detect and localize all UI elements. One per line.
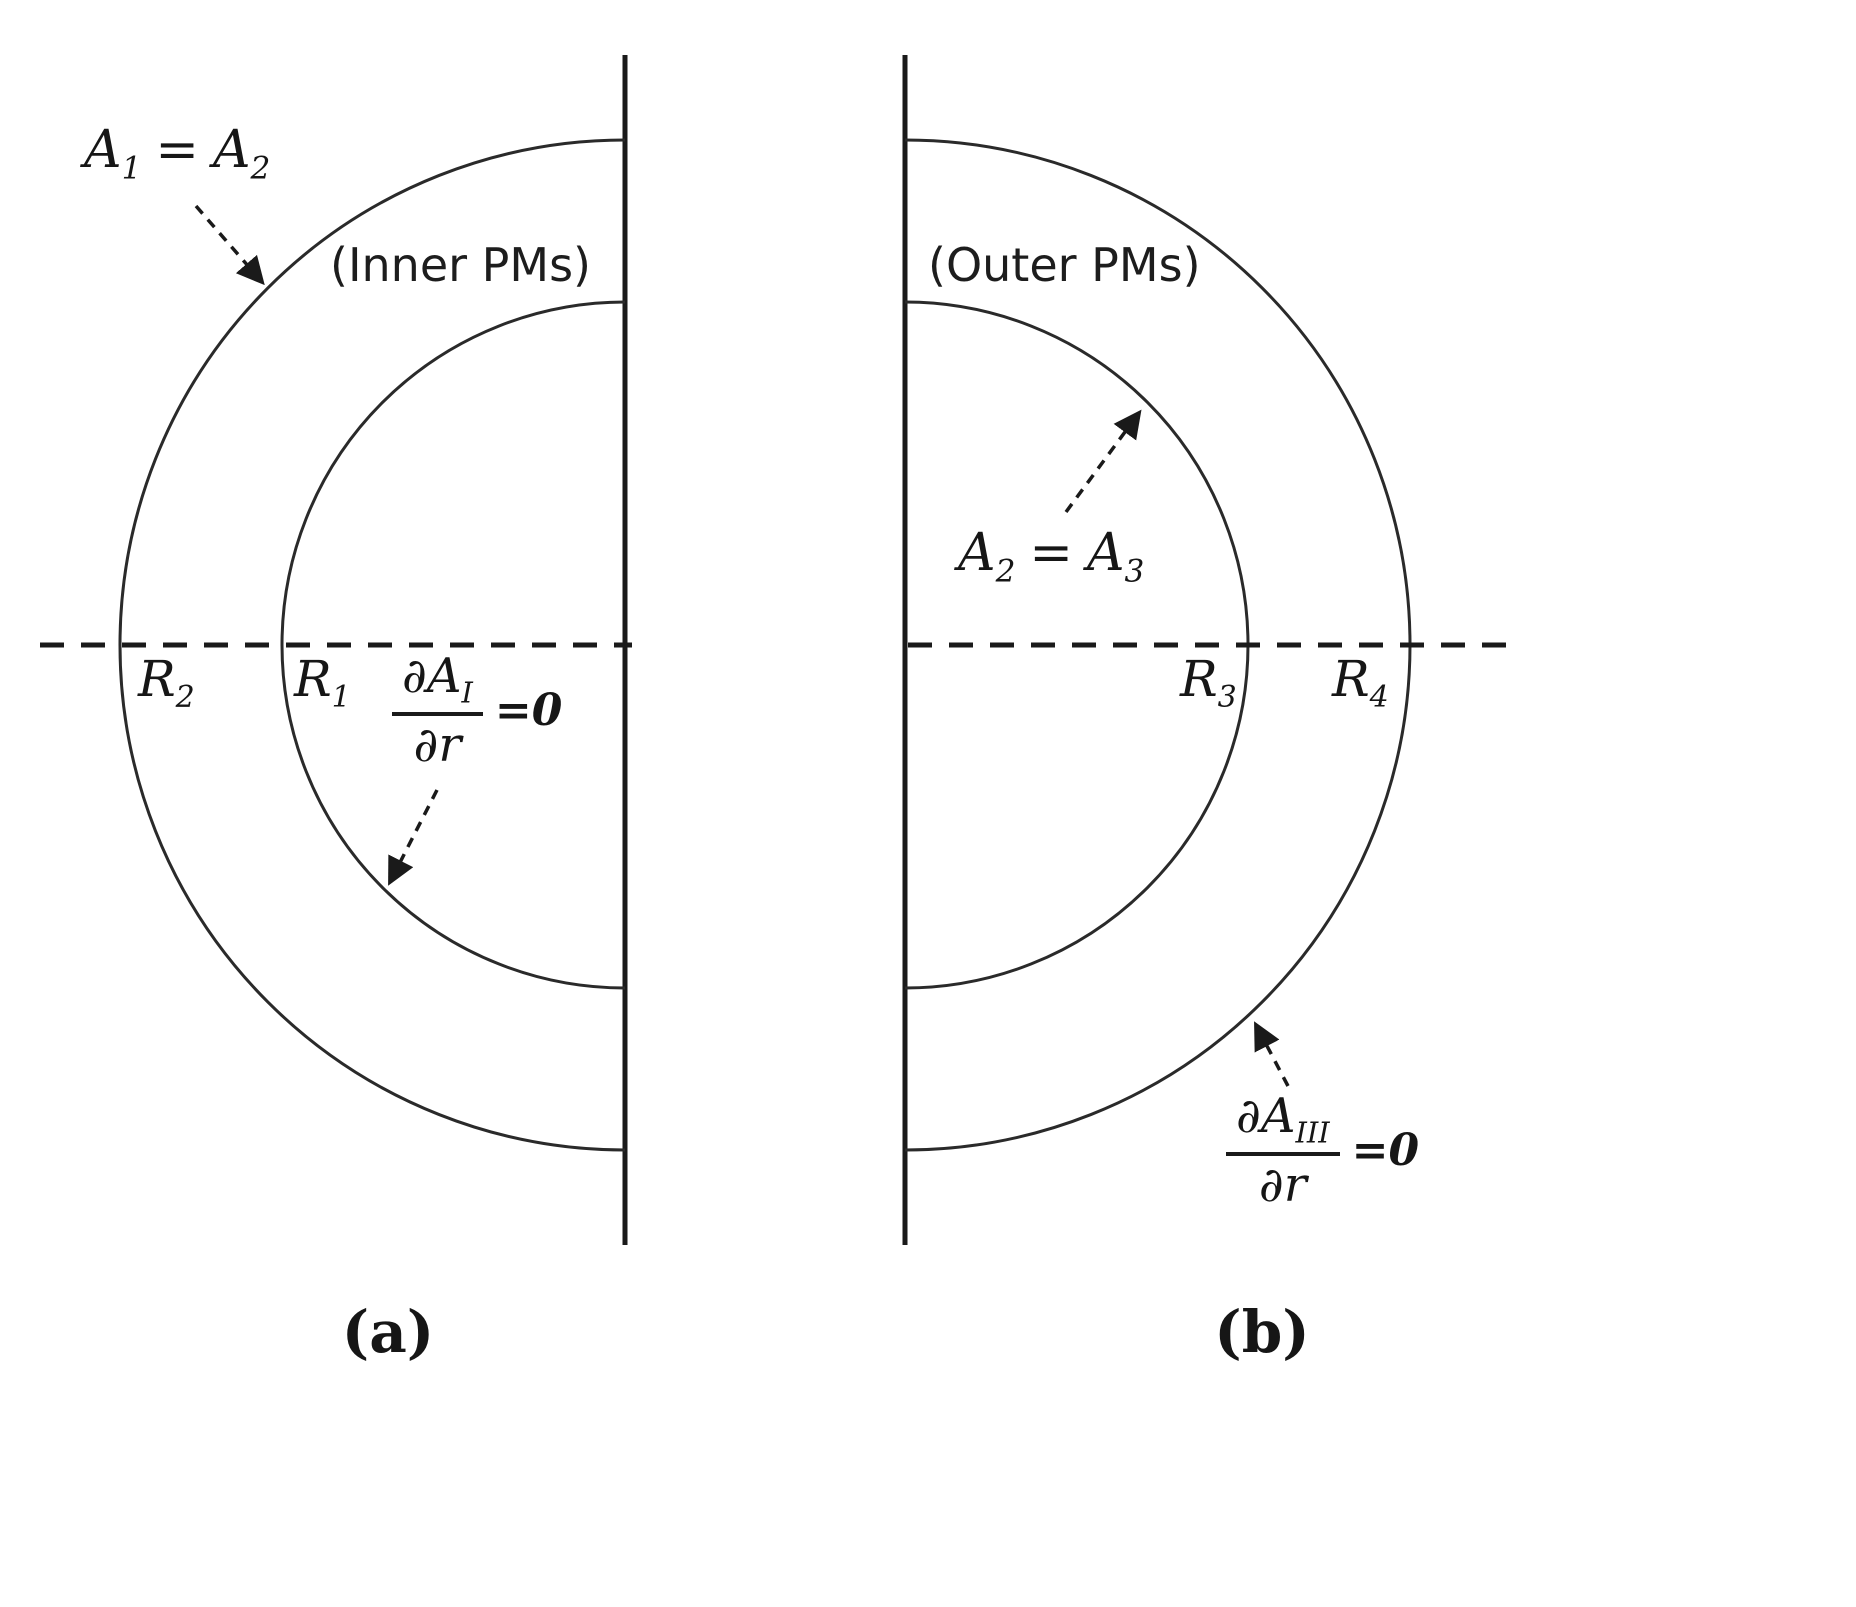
boundary-relation: = — [1029, 523, 1073, 583]
panel-b-boundary-arrow — [1064, 409, 1142, 514]
partial-a: ∂A — [1236, 1088, 1296, 1144]
panel-a-geometry — [40, 55, 632, 1245]
fraction-denominator: ∂r — [1258, 1157, 1307, 1214]
panel-a-caption: (a) — [341, 1298, 435, 1366]
boundary-rhs-sub: 3 — [1124, 553, 1145, 590]
equals-zero: =0 — [1351, 1124, 1420, 1176]
boundary-rhs-sub: 2 — [250, 150, 271, 187]
panel-a-neumann-condition: ∂AI ∂r =0 — [392, 650, 562, 772]
fraction-denominator: ∂r — [413, 717, 462, 774]
panel-b-neumann-arrow — [1254, 1021, 1290, 1087]
panel-b-neumann-condition: ∂AIII ∂r =0 — [1226, 1090, 1419, 1212]
boundary-lhs-sub: 1 — [121, 150, 142, 187]
boundary-rhs: A — [212, 120, 251, 180]
panel-b-geometry — [902, 55, 1516, 1245]
boundary-lhs-sub: 2 — [995, 553, 1016, 590]
panel-a-inner-circle-arc — [280, 300, 626, 990]
boundary-lhs: A — [84, 120, 122, 180]
panel-b-radius-outer-label: R4 — [1332, 652, 1389, 713]
fraction-numerator: ∂AI — [392, 648, 483, 717]
panel-b-region-label: (Outer PMs) — [928, 238, 1201, 292]
panel-a-radius-inner-label: R1 — [294, 652, 351, 713]
radius-symbol: R — [1332, 650, 1370, 708]
panel-b-radius-inner-label: R3 — [1180, 652, 1237, 713]
region-subscript: I — [461, 675, 473, 710]
region-subscript: III — [1295, 1115, 1330, 1150]
panel-a-boundary-arrow — [194, 204, 265, 286]
panel-a-region-label: (Inner PMs) — [330, 238, 591, 292]
panel-a-outer-circle-arc — [118, 138, 626, 1152]
fraction: ∂AIII ∂r — [1226, 1090, 1340, 1212]
partial-a: ∂A — [402, 648, 462, 704]
radius-symbol: R — [294, 650, 332, 708]
boundary-lhs: A — [958, 523, 996, 583]
panel-b-caption: (b) — [1214, 1298, 1310, 1366]
radius-subscript: 2 — [175, 680, 195, 715]
radius-subscript: 4 — [1369, 680, 1389, 715]
radius-subscript: 1 — [331, 680, 351, 715]
panel-a-radius-outer-label: R2 — [138, 652, 195, 713]
radius-symbol: R — [1180, 650, 1218, 708]
radius-subscript: 3 — [1217, 680, 1237, 715]
panel-a-boundary-label: A1=A2 — [84, 120, 271, 187]
radius-symbol: R — [138, 650, 176, 708]
fraction: ∂AI ∂r — [392, 650, 483, 772]
panel-b-boundary-label: A2=A3 — [958, 523, 1145, 590]
panel-a-neumann-arrow — [388, 789, 439, 886]
boundary-rhs: A — [1086, 523, 1125, 583]
boundary-relation: = — [155, 120, 199, 180]
fraction-numerator: ∂AIII — [1226, 1088, 1340, 1157]
equals-zero: =0 — [494, 684, 563, 736]
